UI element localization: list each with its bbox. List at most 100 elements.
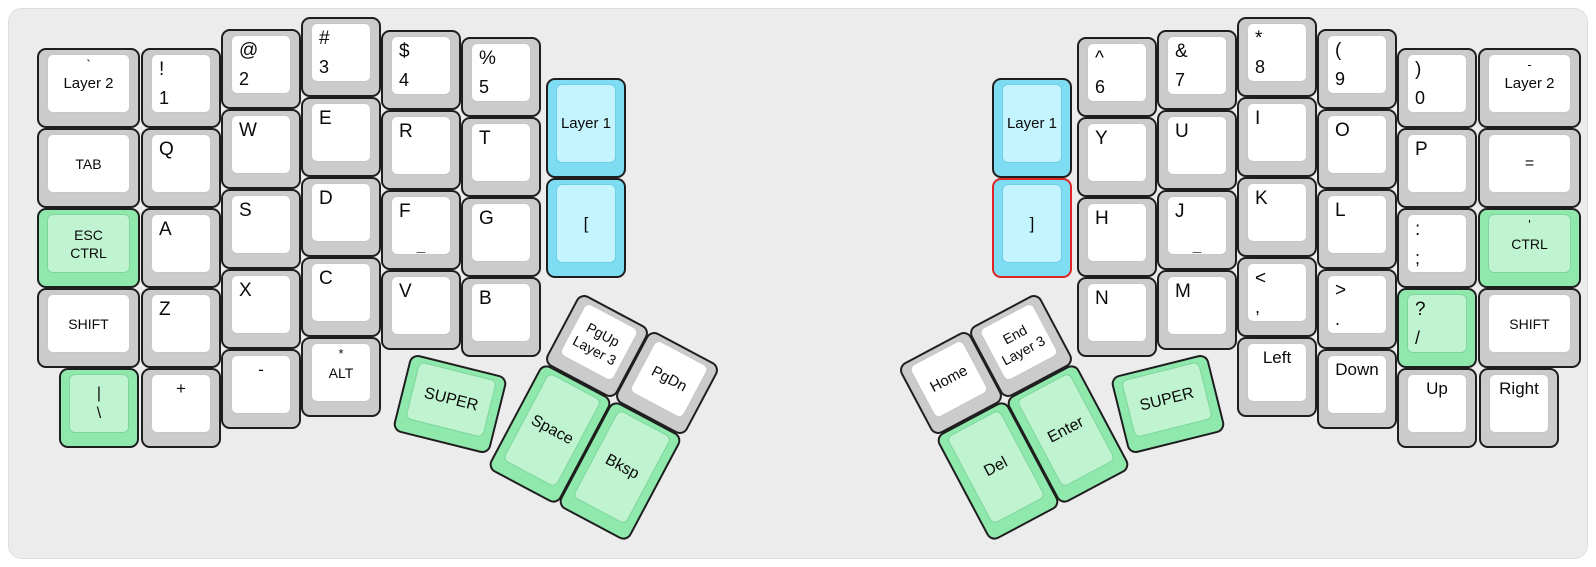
key-r[interactable]: R [381,110,461,190]
key-w[interactable]: W [221,109,301,189]
key-pipe-backslash[interactable]: |\ [59,368,139,448]
key-minus-left[interactable]: - [221,349,301,429]
keycap-top: Down [1327,355,1387,414]
keycap-top: M [1167,276,1227,335]
keycap-top: *8 [1247,23,1307,82]
key-legend-bottom: 8 [1255,57,1266,77]
key-legend-top: O [1335,120,1350,141]
key-o[interactable]: O [1317,109,1397,189]
key-caret-6[interactable]: ^6 [1077,37,1157,117]
key-arrow-right[interactable]: Right [1479,368,1559,448]
key-legend: + [176,379,186,398]
key-left-bracket[interactable]: [ [546,178,626,278]
key-ampersand-7[interactable]: &7 [1157,30,1237,110]
keycap-top: TAB [47,134,130,193]
key-equals[interactable]: = [1478,128,1581,208]
key-minus-layer2[interactable]: -Layer 2 [1478,48,1581,128]
key-legend-center: ALT [312,344,370,401]
key-legend: Up [1426,379,1448,398]
keycap-top: ^6 [1087,43,1147,102]
key-greater-period[interactable]: >. [1317,269,1397,349]
key-k[interactable]: K [1237,177,1317,257]
key-legend-top: ^ [1095,48,1104,69]
key-legend-line: Layer 1 [560,115,612,132]
key-legend-top: Q [159,139,174,160]
key-legend-top: N [1095,288,1109,309]
key-legend-center: SHIFT [1489,295,1570,352]
key-legend-line: SHIFT [1509,315,1550,332]
keycap-top: G [471,203,531,262]
key-m[interactable]: M [1157,270,1237,350]
key-percent-5[interactable]: %5 [461,37,541,117]
key-asterisk-8[interactable]: *8 [1237,17,1317,97]
keycap-top: F_ [391,196,451,255]
key-legend-top: F [399,201,411,222]
key-colon-semicolon[interactable]: :; [1397,208,1477,288]
key-v[interactable]: V [381,270,461,350]
key-less-comma[interactable]: <, [1237,257,1317,337]
key-super-left[interactable]: SUPER [391,353,509,455]
key-quote-ctrl[interactable]: 'CTRL [1478,208,1581,288]
key-super-right[interactable]: SUPER [1109,353,1227,455]
key-legend-bottom: , [1255,297,1261,317]
key-z[interactable]: Z [141,288,221,368]
key-plus[interactable]: + [141,368,221,448]
key-dollar-4[interactable]: $4 [381,30,461,110]
key-u[interactable]: U [1157,110,1237,190]
key-legend-center: Layer 2 [48,55,129,112]
key-asterisk-alt[interactable]: *ALT [301,337,381,417]
key-x[interactable]: X [221,269,301,349]
key-arrow-down[interactable]: Down [1317,349,1397,429]
key-legend: Left [1262,348,1292,367]
keycap-top: B [471,283,531,342]
key-j[interactable]: J_ [1157,190,1237,270]
key-arrow-up[interactable]: Up [1397,368,1477,448]
key-tab[interactable]: TAB [37,128,140,208]
key-a[interactable]: A [141,208,221,288]
key-l[interactable]: L [1317,189,1397,269]
key-exclamation-1[interactable]: !1 [141,48,221,128]
keycap-top: Z [151,294,211,353]
keycap-top: D [311,183,371,242]
key-at-2[interactable]: @2 [221,29,301,109]
key-p[interactable]: P [1397,128,1477,208]
key-n[interactable]: N [1077,277,1157,357]
keycap-top: SUPER [405,361,498,438]
keycap-top: SHIFT [1488,294,1571,353]
key-grave-layer2[interactable]: `Layer 2 [37,48,140,128]
key-legend-center: SUPER [406,363,495,437]
key-rparen-0[interactable]: )0 [1397,48,1477,128]
key-shift-right[interactable]: SHIFT [1478,288,1581,368]
key-legend-center: Layer 1 [1003,85,1061,162]
key-legend-bottom: ; [1415,248,1421,268]
key-hash-3[interactable]: #3 [301,17,381,97]
key-t[interactable]: T [461,117,541,197]
key-legend-top: P [1415,139,1428,160]
key-y[interactable]: Y [1077,117,1157,197]
key-legend-top: & [1175,41,1188,62]
key-q[interactable]: Q [141,128,221,208]
key-right-bracket[interactable]: ] [992,178,1072,278]
key-question-slash[interactable]: ?/ [1397,288,1477,368]
key-legend-line: CTRL [70,244,107,261]
key-arrow-left[interactable]: Left [1237,337,1317,417]
key-s[interactable]: S [221,189,301,269]
key-c[interactable]: C [301,257,381,337]
key-e[interactable]: E [301,97,381,177]
key-lparen-9[interactable]: (9 [1317,29,1397,109]
key-layer1-left[interactable]: Layer 1 [546,78,626,178]
key-legend-top: U [1175,121,1189,142]
key-layer1-right[interactable]: Layer 1 [992,78,1072,178]
keycap-top: [ [556,184,616,263]
keycap-top: :; [1407,214,1467,273]
key-d[interactable]: D [301,177,381,257]
key-f[interactable]: F_ [381,190,461,270]
key-h[interactable]: H [1077,197,1157,277]
key-i[interactable]: I [1237,97,1317,177]
homing-bar: _ [416,237,426,254]
key-b[interactable]: B [461,277,541,357]
key-legend-line: PgDn [648,362,690,396]
key-shift-left[interactable]: SHIFT [37,288,140,368]
key-g[interactable]: G [461,197,541,277]
